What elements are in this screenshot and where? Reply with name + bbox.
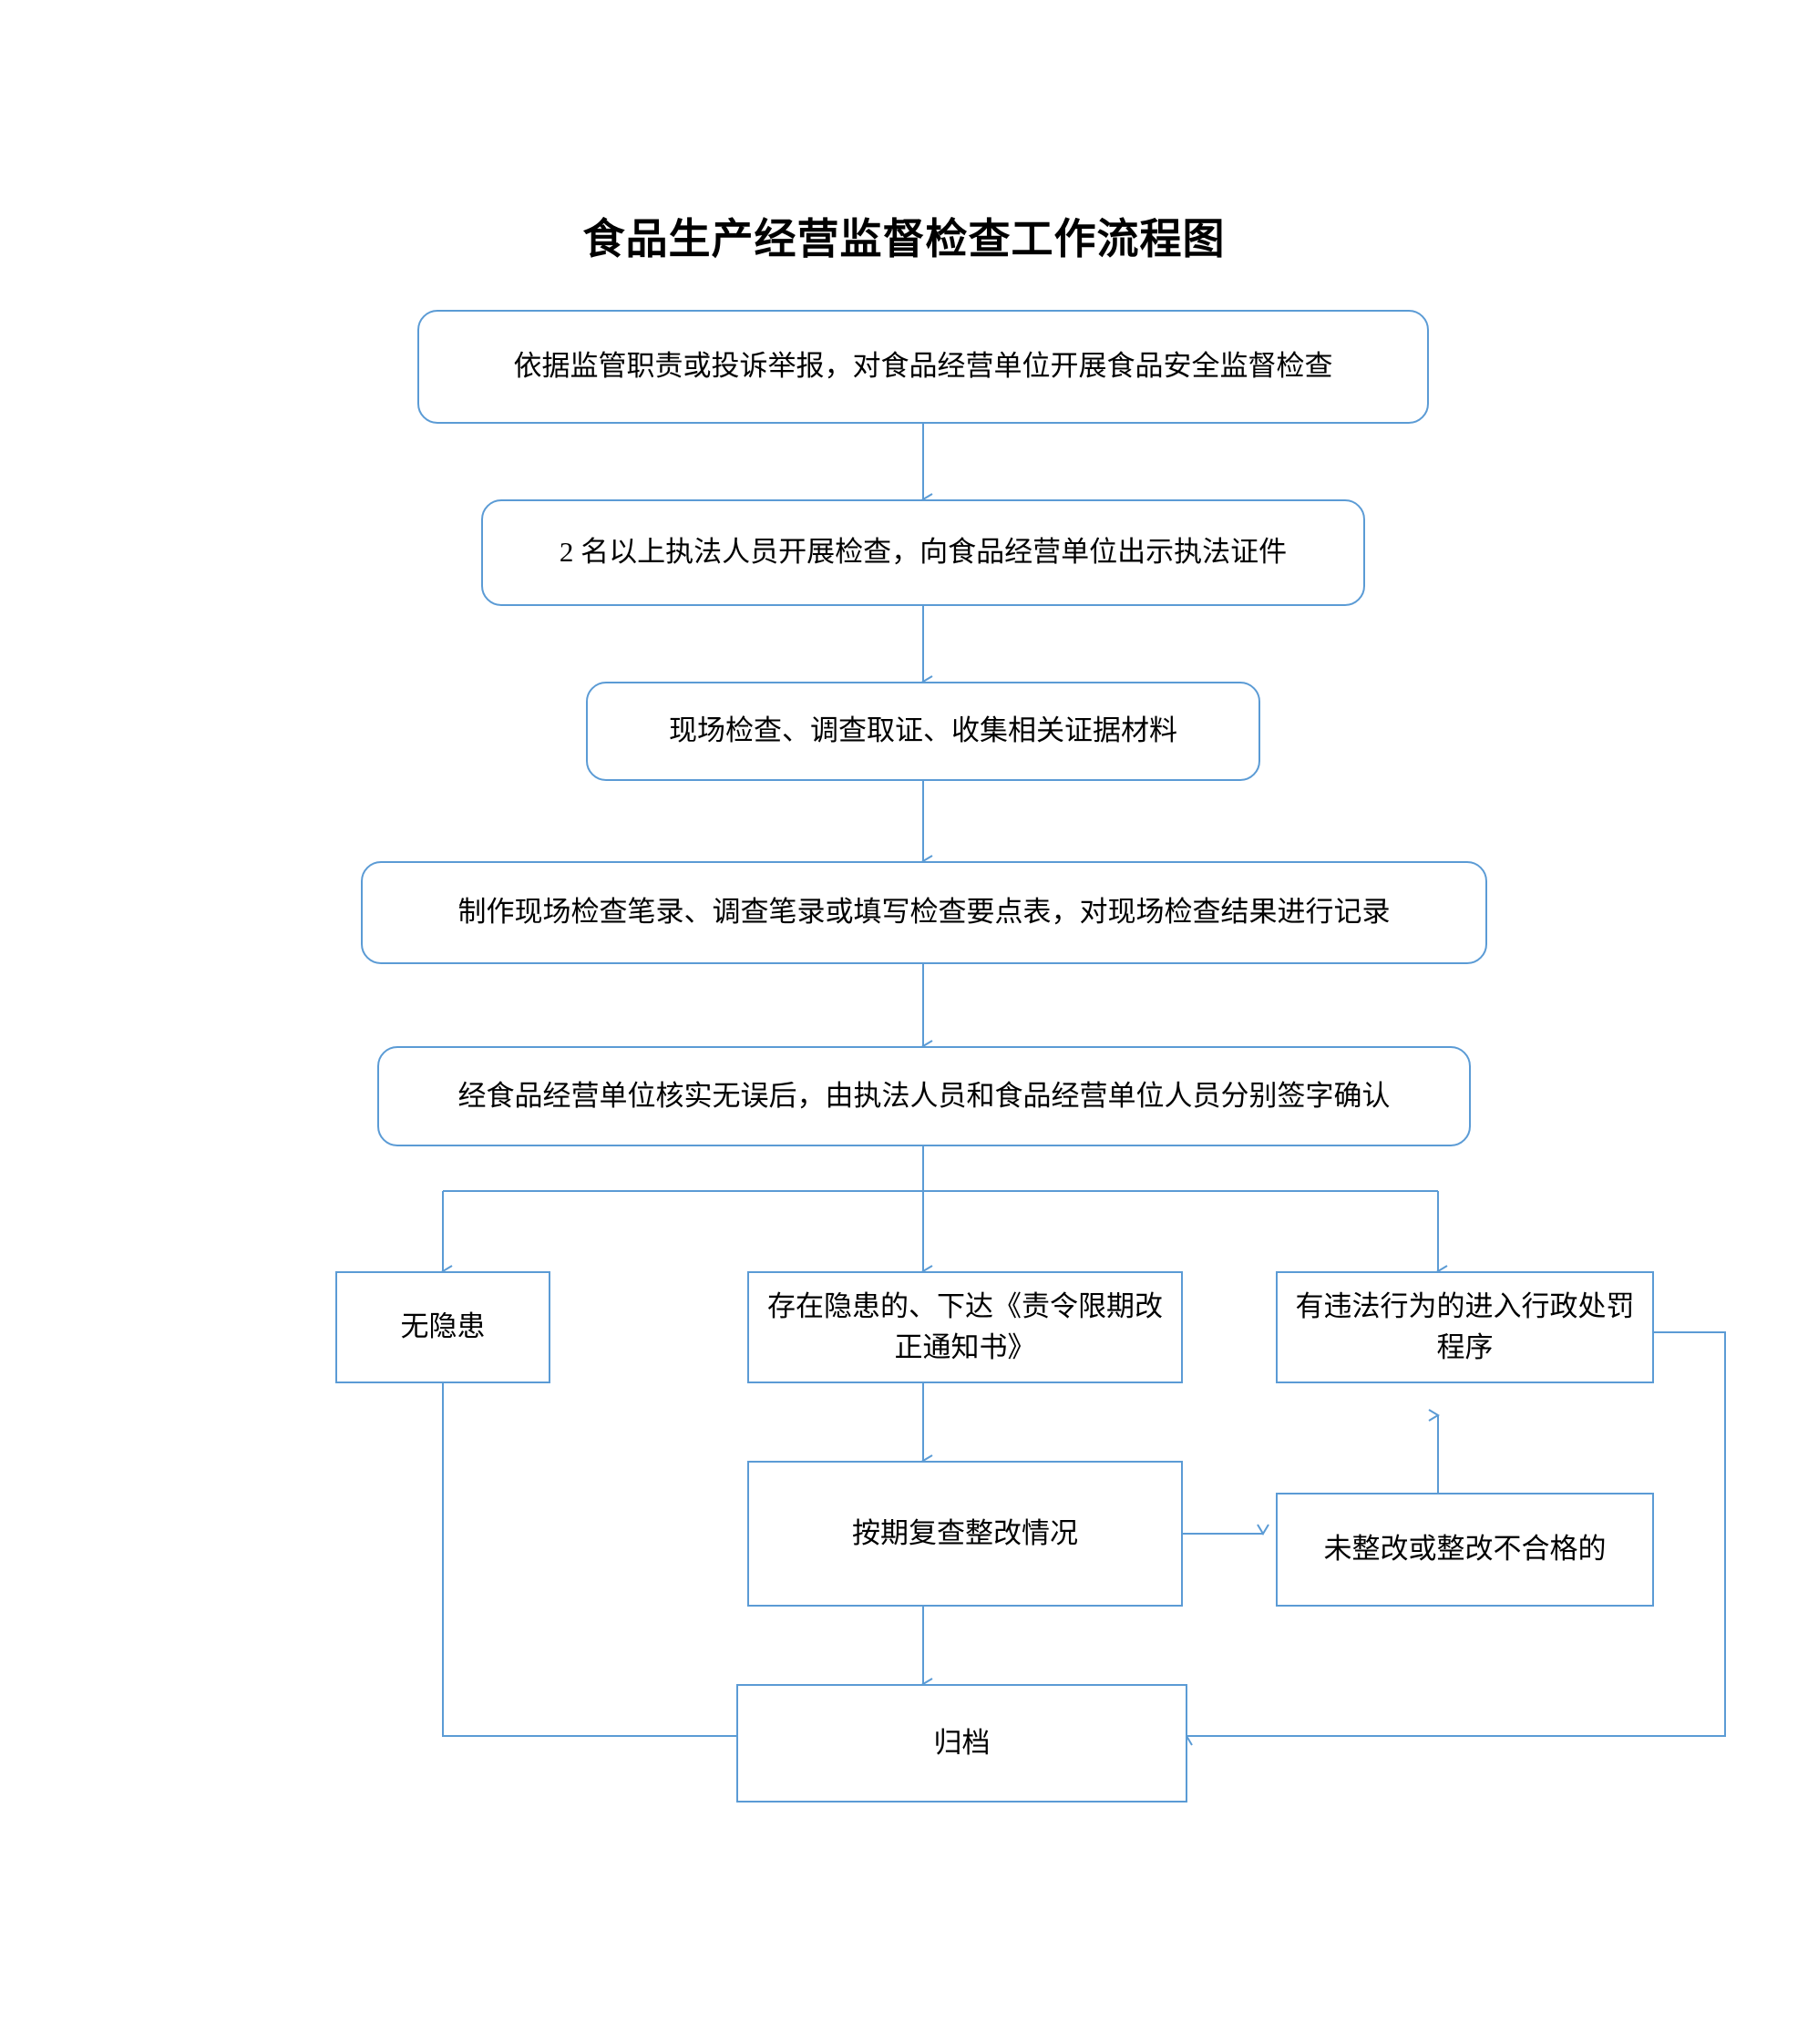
node-step2-label: 2 名以上执法人员开展检查，向食品经营单位出示执法证件 xyxy=(559,536,1288,569)
node-branch-hazard[interactable]: 存在隐患的、下达《责令限期改正通知书》 xyxy=(747,1271,1183,1383)
node-archive-label: 归档 xyxy=(933,1726,991,1759)
node-step5-label: 经食品经营单位核实无误后，由执法人员和食品经营单位人员分别签字确认 xyxy=(457,1079,1391,1112)
node-archive[interactable]: 归档 xyxy=(736,1684,1187,1803)
node-step4[interactable]: 制作现场检查笔录、调查笔录或填写检查要点表，对现场检查结果进行记录 xyxy=(361,861,1487,964)
node-step4-label: 制作现场检查笔录、调查笔录或填写检查要点表，对现场检查结果进行记录 xyxy=(457,896,1391,929)
node-step1-label: 依据监管职责或投诉举报，对食品经营单位开展食品安全监督检查 xyxy=(513,350,1333,383)
page-title: 食品生产经营监督检查工作流程图 xyxy=(582,216,1226,262)
node-branch-illegal[interactable]: 有违法行为的进入行政处罚程序 xyxy=(1276,1271,1654,1383)
node-step3[interactable]: 现场检查、调查取证、收集相关证据材料 xyxy=(586,682,1260,781)
node-recheck[interactable]: 按期复查整改情况 xyxy=(747,1461,1183,1607)
node-branch-none-label: 无隐患 xyxy=(400,1310,486,1343)
node-step5[interactable]: 经食品经营单位核实无误后，由执法人员和食品经营单位人员分别签字确认 xyxy=(377,1046,1471,1146)
node-recheck-label: 按期复查整改情况 xyxy=(852,1516,1078,1549)
node-step3-label: 现场检查、调查取证、收集相关证据材料 xyxy=(669,714,1177,747)
node-not-rectified-label: 未整改或整改不合格的 xyxy=(1323,1533,1607,1566)
node-step2[interactable]: 2 名以上执法人员开展检查，向食品经营单位出示执法证件 xyxy=(481,499,1365,606)
node-not-rectified[interactable]: 未整改或整改不合格的 xyxy=(1276,1493,1654,1607)
node-branch-illegal-label: 有违法行为的进入行政处罚程序 xyxy=(1295,1289,1635,1363)
node-branch-none[interactable]: 无隐患 xyxy=(335,1271,550,1383)
node-step1[interactable]: 依据监管职责或投诉举报，对食品经营单位开展食品安全监督检查 xyxy=(417,310,1429,424)
node-branch-hazard-label: 存在隐患的、下达《责令限期改正通知书》 xyxy=(767,1289,1163,1363)
